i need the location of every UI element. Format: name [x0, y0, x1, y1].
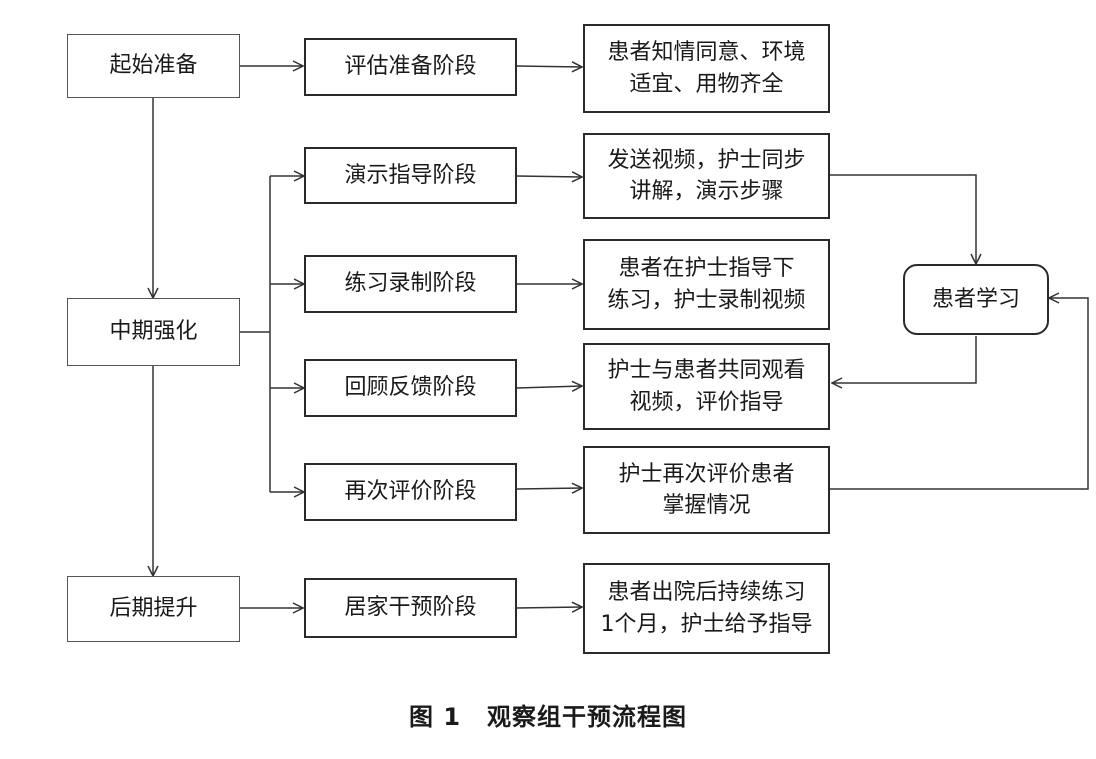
detail-review-text: 护士与患者共同观看 视频，评价指导 — [607, 358, 806, 415]
detail-practice-text: 患者在护士指导下 练习，护士录制视频 — [607, 256, 806, 313]
arrow-demo-to-detail — [516, 176, 582, 177]
branch-trunk — [240, 176, 271, 492]
detail-demo: 发送视频，护士同步 讲解，演示步骤 — [583, 133, 830, 219]
phase-assess: 评估准备阶段 — [304, 38, 517, 96]
arrow-home-to-detail — [516, 607, 582, 608]
detail-practice: 患者在护士指导下 练习，护士录制视频 — [583, 239, 830, 330]
phase-review-label: 回顾反馈阶段 — [344, 375, 477, 401]
arrow-assess-to-detail — [516, 66, 582, 67]
phase-reeval: 再次评价阶段 — [304, 463, 517, 521]
detail-reeval-text: 护士再次评价患者 掌握情况 — [618, 461, 795, 518]
stage-start: 起始准备 — [67, 34, 240, 98]
phase-home: 居家干预阶段 — [304, 578, 517, 638]
stage-middle: 中期强化 — [67, 298, 240, 366]
phase-review: 回顾反馈阶段 — [304, 359, 517, 417]
detail-assess: 患者知情同意、环境 适宜、用物齐全 — [583, 24, 830, 113]
phase-reeval-label: 再次评价阶段 — [344, 479, 477, 505]
phase-practice: 练习录制阶段 — [304, 255, 517, 313]
phase-demo: 演示指导阶段 — [304, 147, 517, 204]
phase-assess-label: 评估准备阶段 — [344, 54, 477, 80]
detail-demo-text: 发送视频，护士同步 讲解，演示步骤 — [607, 147, 806, 204]
phase-practice-label: 练习录制阶段 — [344, 271, 477, 297]
arrow-reeval-detail-to-learning — [830, 298, 1089, 490]
detail-assess-text: 患者知情同意、环境 适宜、用物齐全 — [607, 40, 806, 97]
arrow-demo-detail-to-learning — [830, 174, 976, 264]
detail-reeval: 护士再次评价患者 掌握情况 — [583, 446, 830, 534]
arrow-review-to-detail — [516, 386, 582, 388]
stage-late: 后期提升 — [67, 576, 240, 642]
patient-learning: 患者学习 — [903, 264, 1049, 335]
figure-caption: 图 1 观察组干预流程图 — [0, 697, 1096, 732]
stage-start-label: 起始准备 — [109, 53, 198, 79]
detail-home: 患者出院后持续练习 1个月，护士给予指导 — [583, 563, 830, 654]
phase-home-label: 居家干预阶段 — [344, 595, 477, 621]
figure-title: 观察组干预流程图 — [487, 703, 688, 731]
phase-demo-label: 演示指导阶段 — [344, 162, 477, 188]
stage-late-label: 后期提升 — [109, 596, 198, 622]
detail-review: 护士与患者共同观看 视频，评价指导 — [583, 343, 830, 430]
arrow-learning-to-review-detail — [832, 336, 977, 383]
detail-home-text: 患者出院后持续练习 1个月，护士给予指导 — [600, 580, 813, 637]
arrow-reeval-to-detail — [516, 488, 582, 489]
stage-middle-label: 中期强化 — [109, 319, 198, 345]
patient-learning-label: 患者学习 — [931, 286, 1020, 312]
figure-number: 图 1 — [408, 703, 462, 731]
